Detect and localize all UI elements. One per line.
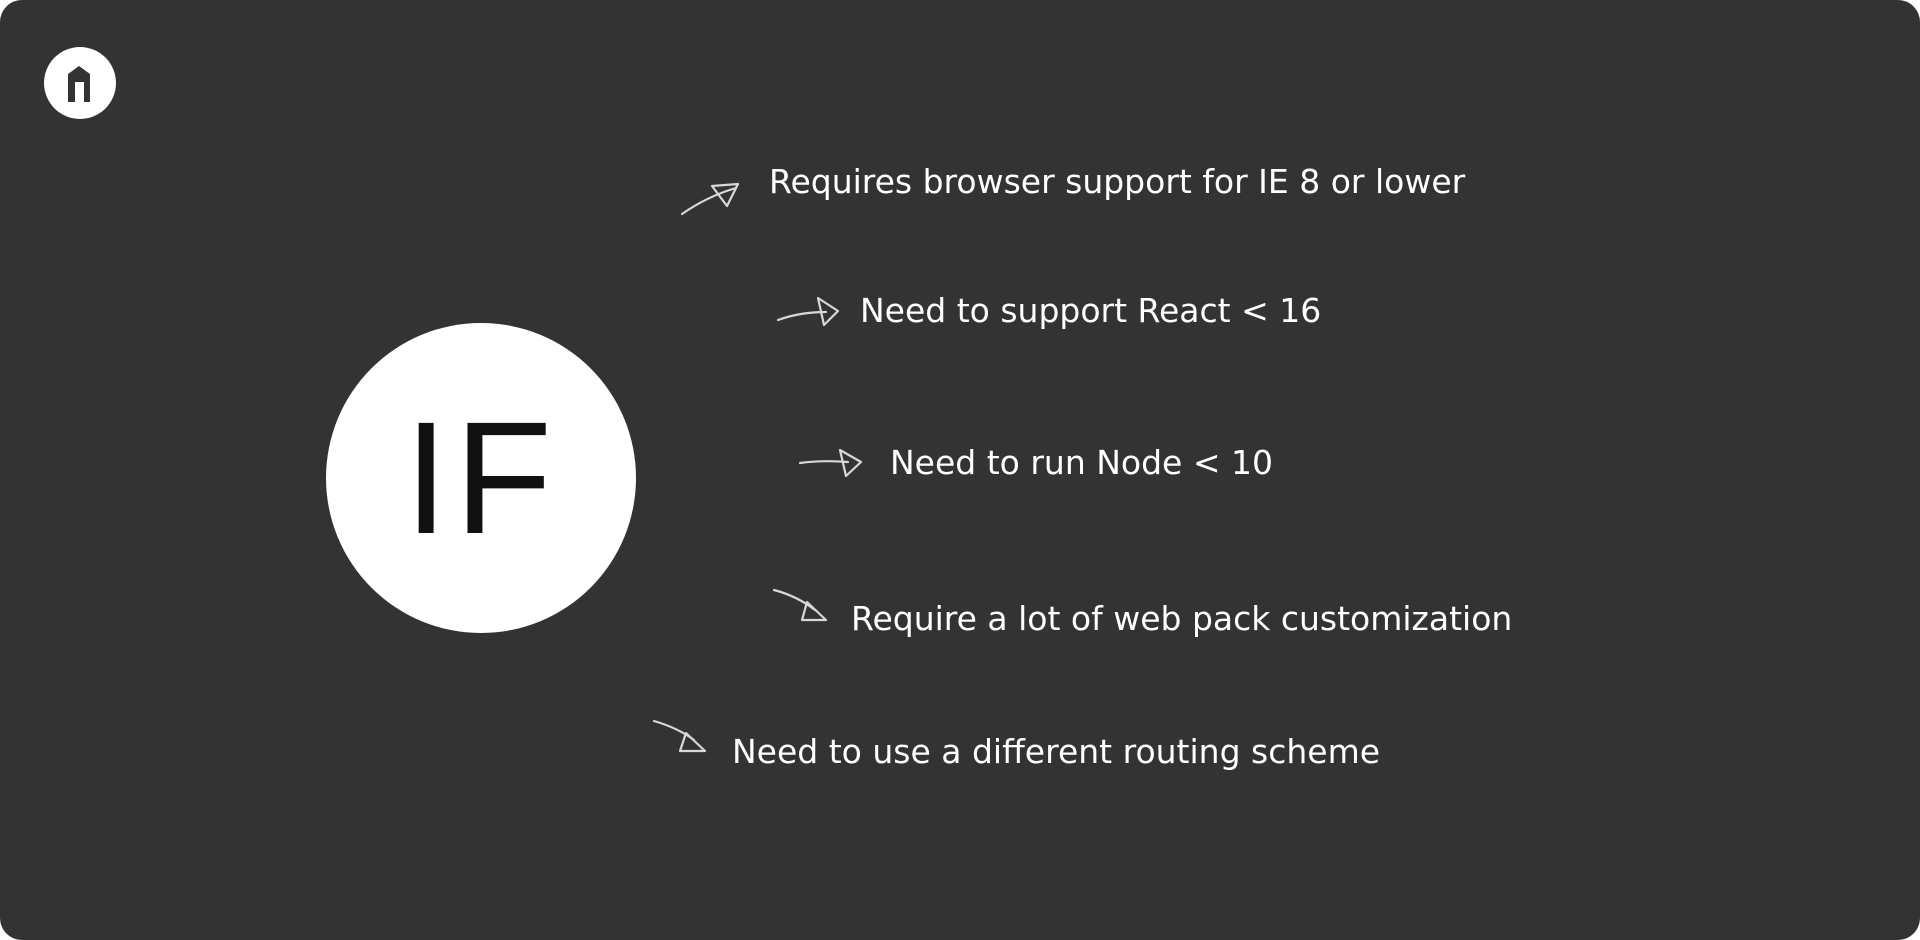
condition-routing-scheme: Need to use a different routing scheme bbox=[732, 732, 1381, 771]
condition-react-version: Need to support React < 16 bbox=[860, 291, 1322, 330]
arrow-right-icon bbox=[776, 296, 840, 327]
condition-node-version: Need to run Node < 10 bbox=[890, 443, 1273, 482]
curved-arrow-icon bbox=[680, 182, 740, 216]
condition-webpack-customization: Require a lot of web pack customization bbox=[851, 599, 1513, 638]
house-logo-icon bbox=[44, 47, 116, 119]
arrow-right-icon bbox=[798, 448, 863, 478]
condition-ie-support: Requires browser support for IE 8 or low… bbox=[769, 162, 1466, 201]
if-circle: IF bbox=[326, 323, 636, 633]
arrow-down-right-icon bbox=[772, 588, 828, 622]
if-label: IF bbox=[403, 388, 559, 567]
arrow-down-right-icon bbox=[652, 719, 707, 753]
